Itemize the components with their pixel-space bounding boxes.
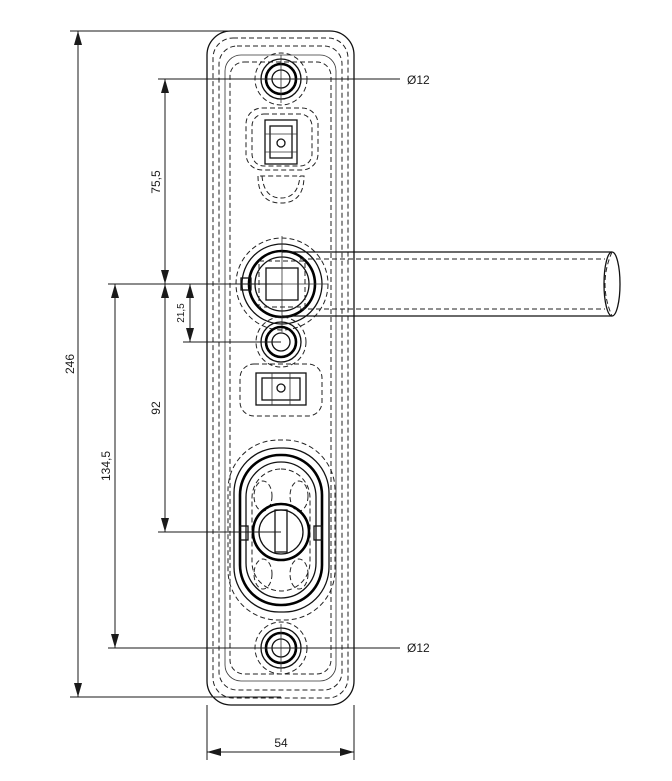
dimension-spindle-to-middle-hole-label: 21,5 (176, 303, 187, 323)
dimension-spindle-to-cylinder-label: 92 (149, 401, 163, 415)
dimension-width: 54 (207, 736, 354, 756)
dimension-overall-height-label: 246 (63, 354, 77, 374)
cylinder-escutcheon (227, 439, 336, 621)
dimension-spindle-to-cylinder: 92 (149, 284, 169, 532)
top-hole-diameter-label: Ø12 (407, 73, 430, 87)
middle-lock-block (239, 363, 323, 417)
dimension-hole-spacing: 134,5 (99, 284, 119, 648)
extension-lines (70, 30, 400, 760)
bottom-hole-diameter-label: Ø12 (407, 641, 430, 655)
dimension-hole-spacing-label: 134,5 (99, 451, 113, 481)
dimension-top-to-spindle-label: 75,5 (149, 170, 163, 194)
dimension-overall-height: 246 (63, 31, 82, 697)
lever-arm (282, 251, 621, 317)
upper-lock-block (245, 107, 319, 204)
dimension-spindle-to-middle-hole: 21,5 (176, 284, 194, 342)
dimension-top-to-spindle: 75,5 (149, 79, 169, 284)
dimension-width-label: 54 (274, 736, 288, 750)
